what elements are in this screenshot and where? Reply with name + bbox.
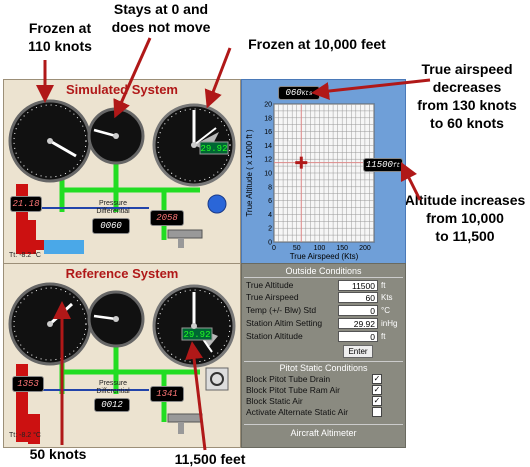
true-airspeed-input[interactable]: 60 [338,292,378,303]
reference-diff-readout: 0012 [94,398,130,412]
reference-static-readout: 1353 [12,376,44,392]
reference-system-graphics [8,282,236,444]
simulated-diff-readout: 0060 [92,218,130,234]
reference-system-panel: Reference System 29.92 1353 Pressure Dif… [3,263,241,448]
station-altitude-unit: ft [381,332,386,341]
y-tick-label: 2 [268,226,272,233]
reference-pitot-readout: 1341 [150,386,184,402]
y-tick-label: 0 [268,240,272,247]
outside-conditions-panel: Outside Conditions True Altitude 11500 f… [241,263,406,448]
altim-setting-unit: inHg [381,319,398,328]
check-label-alternate: Activate Alternate Static Air [246,407,349,417]
row-temp-label: Temp (+/- Blw) Std [246,305,317,315]
true-altitude-unit: ft [381,281,386,290]
annotation-stays-zero: Stays at 0 and does not move [111,1,211,35]
y-tick-label: 16 [264,129,272,136]
true-airspeed-unit: Kts [381,293,393,302]
simulated-static-readout: 21.18 [10,196,42,212]
aircraft-altimeter-footer: Aircraft Altimeter [290,428,357,438]
y-tick-label: 20 [264,102,272,109]
annotation-alt-increases: Altitude increases from 10,000 to 11,500 [404,192,526,244]
y-tick-label: 4 [268,212,272,219]
checkbox-block-static[interactable]: ✓ [372,396,382,406]
row-altim-setting-label: Station Altim Setting [246,318,323,328]
simulated-pressure-label: Pressure Differential [96,200,130,215]
x-tick-label: 100 [314,245,326,252]
y-axis-label: True Altitude ( x 1000 ft ) [245,129,254,217]
tas-readout: 060Kts [278,86,320,100]
annotation-50-knots: 50 knots [29,446,87,462]
reference-kollsman-window: 29.92 [183,330,211,340]
checkbox-block-pitot-drain[interactable]: ✓ [372,374,382,384]
row-true-altitude-label: True Altitude [246,280,294,290]
check-label-ram: Block Pitot Tube Ram Air [246,385,341,395]
y-tick-label: 18 [264,115,272,122]
y-tick-label: 6 [268,198,272,205]
simulated-system-panel: Simulated System 29.92 [3,79,241,267]
reference-temp: Tt: -8.2 °C [9,432,41,439]
annotation-frozen-10000: Frozen at 10,000 feet [248,36,386,52]
x-axis-label: True Airspeed (Kts) [290,252,359,261]
enter-button[interactable]: Enter [343,345,373,358]
row-station-altitude-label: Station Altitude [246,331,303,341]
checkbox-block-pitot-ram[interactable]: ✓ [372,385,382,395]
x-tick-label: 200 [359,245,371,252]
simulated-temp: Tt: -8.2 °C [9,252,41,259]
altim-setting-input[interactable]: 29.92 [338,318,378,329]
x-tick-label: 150 [336,245,348,252]
alt-readout: 11500ft [363,158,403,172]
true-altitude-input[interactable]: 11500 [338,280,378,291]
temp-unit: °C [381,306,390,315]
outside-conditions-heading: Outside Conditions [285,266,362,276]
reference-system-title: Reference System [65,266,179,281]
simulated-kollsman-window: 29.92 [200,144,228,154]
row-true-airspeed-label: True Airspeed [246,292,299,302]
reference-pressure-label: Pressure Differential [96,380,130,395]
x-tick-label: 50 [293,245,301,252]
checkbox-alternate-static[interactable] [372,407,382,417]
temp-input[interactable]: 0 [338,305,378,316]
pitot-static-heading: Pitot Static Conditions [279,363,368,373]
simulated-system-graphics [8,99,236,254]
check-label-drain: Block Pitot Tube Drain [246,374,331,384]
x-tick-label: 0 [272,245,276,252]
station-altitude-input[interactable]: 0 [338,331,378,342]
annotation-frozen-110: Frozen at 110 knots [28,20,92,54]
y-tick-label: 10 [264,171,272,178]
y-tick-label: 12 [264,157,272,164]
annotation-11500-feet: 11,500 feet [174,451,246,467]
simulated-pitot-readout: 2058 [150,210,184,226]
annotation-tas-decreases: True airspeed decreases from 130 knots t… [417,61,517,131]
y-tick-label: 14 [264,143,272,150]
y-tick-label: 8 [268,184,272,191]
check-label-static: Block Static Air [246,396,303,406]
